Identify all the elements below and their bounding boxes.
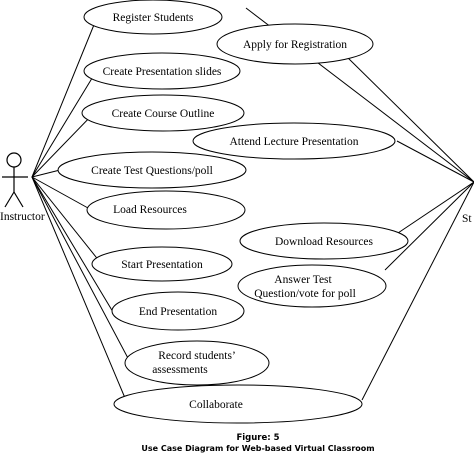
use-case-create-course-outline: Create Course Outline bbox=[81, 94, 245, 132]
svg-text:Create Test Questions/poll: Create Test Questions/poll bbox=[91, 165, 213, 177]
use-case-download-resources: Download Resources bbox=[239, 222, 409, 260]
use-case-load-resources: Load Resources bbox=[86, 190, 246, 230]
instructor-label: Instructor bbox=[0, 211, 45, 223]
svg-text:Load Resources: Load Resources bbox=[113, 204, 187, 216]
svg-text:Apply for Registration: Apply for Registration bbox=[243, 39, 347, 51]
use-case-record-assessments: Record students’ assessments bbox=[124, 340, 270, 386]
svg-text:End Presentation: End Presentation bbox=[139, 306, 217, 318]
svg-text:Question/vote for poll: Question/vote for poll bbox=[254, 288, 356, 300]
svg-text:Attend Lecture Presentation: Attend Lecture Presentation bbox=[229, 136, 358, 148]
figure-title: Use Case Diagram for Web-based Virtual C… bbox=[141, 444, 374, 453]
actor-head-icon bbox=[6, 152, 22, 168]
use-case-apply-for-registration: Apply for Registration bbox=[216, 23, 374, 65]
use-case-end-presentation: End Presentation bbox=[111, 291, 245, 331]
svg-text:Create Course Outline: Create Course Outline bbox=[112, 108, 215, 120]
use-case-attend-lecture-presentation: Attend Lecture Presentation bbox=[192, 122, 396, 160]
use-case-start-presentation: Start Presentation bbox=[91, 246, 233, 282]
use-case-collaborate: Collaborate bbox=[113, 384, 363, 424]
svg-text:Answer Test: Answer Test bbox=[274, 274, 332, 286]
svg-text:Collaborate: Collaborate bbox=[189, 399, 243, 411]
svg-text:Record students’: Record students’ bbox=[158, 350, 236, 362]
svg-text:assessments: assessments bbox=[152, 364, 208, 376]
use-case-create-presentation-slides: Create Presentation slides bbox=[83, 52, 241, 90]
svg-text:Register Students: Register Students bbox=[113, 12, 194, 24]
svg-text:Download Resources: Download Resources bbox=[275, 236, 374, 248]
use-case-answer-test-question: Answer Test Question/vote for poll bbox=[237, 264, 387, 308]
svg-text:Start Presentation: Start Presentation bbox=[121, 259, 203, 271]
svg-text:Create Presentation slides: Create Presentation slides bbox=[103, 66, 222, 78]
figure-number: Figure: 5 bbox=[236, 433, 279, 443]
instructor-associations bbox=[31, 9, 131, 399]
use-case-create-test-questions: Create Test Questions/poll bbox=[57, 151, 247, 189]
student-label: St bbox=[462, 213, 472, 225]
use-case-register-students: Register Students bbox=[83, 0, 223, 35]
instructor-actor: Instructor bbox=[0, 152, 45, 223]
student-associations bbox=[245, 7, 474, 401]
